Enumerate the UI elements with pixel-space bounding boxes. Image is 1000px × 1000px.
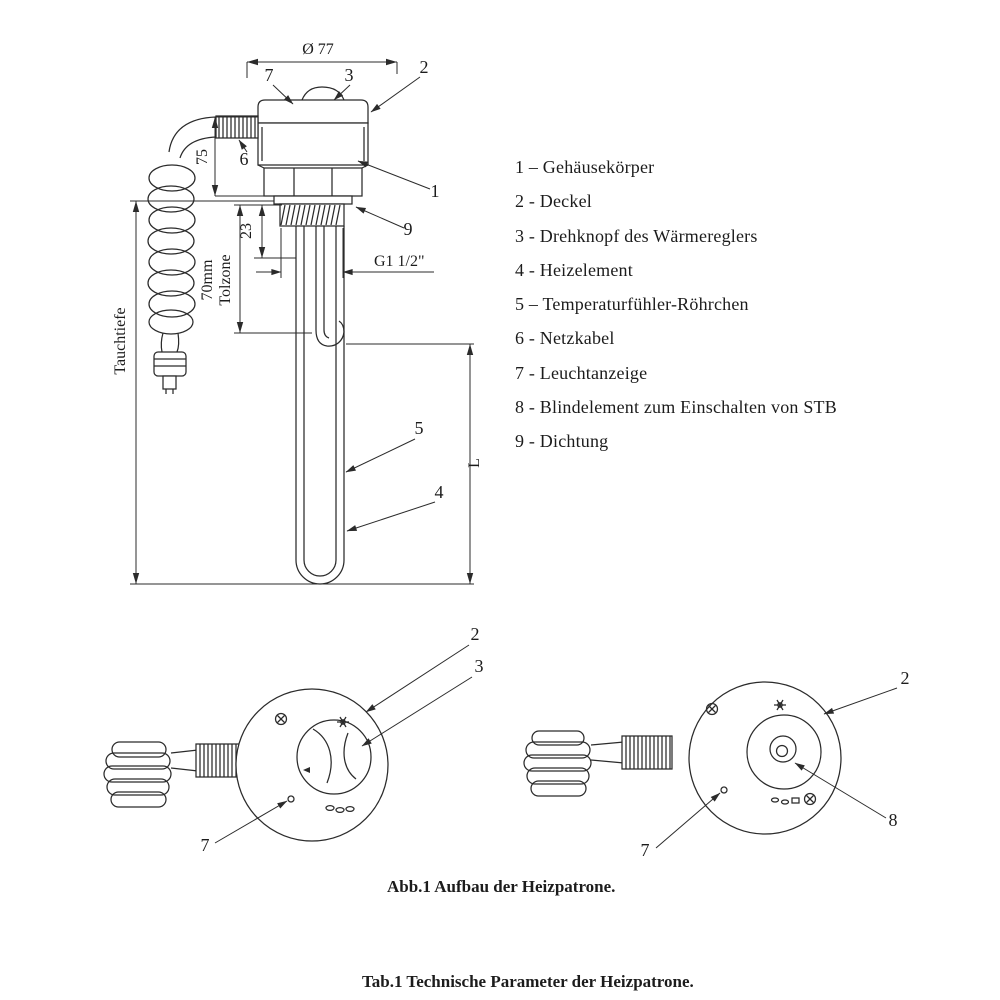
legend-item-6: 6 - Netzkabel (515, 328, 615, 349)
front-view-right: 2 8 7 (523, 668, 910, 860)
power-plug (153, 332, 187, 394)
blind-element (775, 744, 789, 758)
front-left-callouts: 2 3 7 (201, 624, 484, 855)
side-view-drawing (147, 86, 369, 585)
vent-slots (770, 797, 800, 805)
parts-legend: 1 – Gehäusekörper 2 - Deckel 3 - Drehkno… (515, 150, 837, 458)
tolerance-value-label: 70mm (199, 259, 216, 300)
cover-side (257, 99, 369, 124)
callout-cable: 6 (240, 149, 249, 169)
legend-item-1: 1 – Gehäusekörper (515, 157, 655, 177)
legend-item-4: 4 - Heizelement (515, 259, 633, 280)
callout-cover: 2 (901, 668, 910, 688)
sensor-tube (315, 226, 345, 347)
knob-grip (303, 728, 357, 784)
plug-cable-bundle (523, 730, 592, 797)
thread-hatch (280, 204, 341, 226)
diameter-dimension-label: Ø 77 (302, 41, 334, 58)
front-view-left: 2 3 7 (103, 624, 484, 855)
callout-cover: 2 (471, 624, 480, 644)
star-mark-icon (337, 716, 349, 728)
hex-nut (263, 167, 363, 197)
screw-icon (705, 702, 719, 716)
callout-indicator-light: 7 (641, 840, 650, 860)
main-callouts: 7 3 2 6 1 9 5 4 (238, 57, 444, 532)
star-mark-icon (774, 699, 786, 711)
seal-washer (273, 195, 353, 205)
legend-item-9: 9 - Dichtung (515, 431, 609, 451)
figure-caption: Abb.1 Aufbau der Heizpatrone. (387, 877, 616, 896)
callout-blind-element: 8 (889, 810, 898, 830)
callout-cover: 2 (420, 57, 429, 77)
indicator-light (720, 786, 728, 794)
knob-ring (296, 719, 372, 795)
housing-body (257, 122, 369, 169)
strain-relief (215, 115, 259, 139)
dimension-arrowheads (132, 58, 474, 584)
thread-size-label: G1 1/2" (374, 253, 425, 270)
center-ring (746, 714, 822, 790)
power-cable-coil (147, 116, 217, 335)
callout-sensor-tube: 5 (415, 418, 424, 438)
blind-element-ring (769, 735, 797, 763)
dimension-lines (130, 61, 474, 585)
element-length-label: L (466, 458, 483, 468)
heating-element-tubes (295, 226, 345, 585)
legend-item-2: 2 - Deckel (515, 191, 592, 212)
legend-item-7: 7 - Leuchtanzeige (515, 362, 648, 383)
immersion-depth-label: Tauchtiefe (112, 307, 129, 374)
callout-indicator-light: 7 (265, 65, 274, 85)
plug-cable-bundle (103, 741, 172, 808)
legend-item-5: 5 – Temperaturfühler-Röhrchen (515, 294, 749, 314)
vent-slots (325, 804, 355, 814)
callout-housing: 1 (431, 181, 440, 201)
thermostat-knob-side (301, 86, 345, 101)
height-75-dimension-label: 75 (194, 149, 211, 165)
thread-depth-dimension-label: 23 (238, 223, 255, 239)
callout-seal: 9 (404, 219, 413, 239)
screw-icon (274, 712, 288, 726)
callout-knob: 3 (475, 656, 484, 676)
table-caption: Tab.1 Technische Parameter der Heizpatro… (362, 972, 694, 991)
front-right-callouts: 2 8 7 (641, 668, 910, 860)
strain-relief (621, 735, 673, 770)
legend-item-8: 8 - Blindelement zum Einschalten von STB (515, 396, 837, 417)
callout-knob: 3 (345, 65, 354, 85)
indicator-light (287, 795, 295, 803)
thread-collar (279, 203, 345, 227)
callout-heating-element: 4 (435, 482, 444, 502)
legend-item-3: 3 - Drehknopf des Wärmereglers (515, 225, 758, 246)
callout-indicator-light: 7 (201, 835, 210, 855)
tolerance-zone-label: Tolzone (217, 254, 234, 305)
dimension-labels: Ø 77 75 23 70mm Tolzone Tauchtiefe G1 1/… (112, 41, 483, 468)
screw-icon (803, 792, 817, 806)
